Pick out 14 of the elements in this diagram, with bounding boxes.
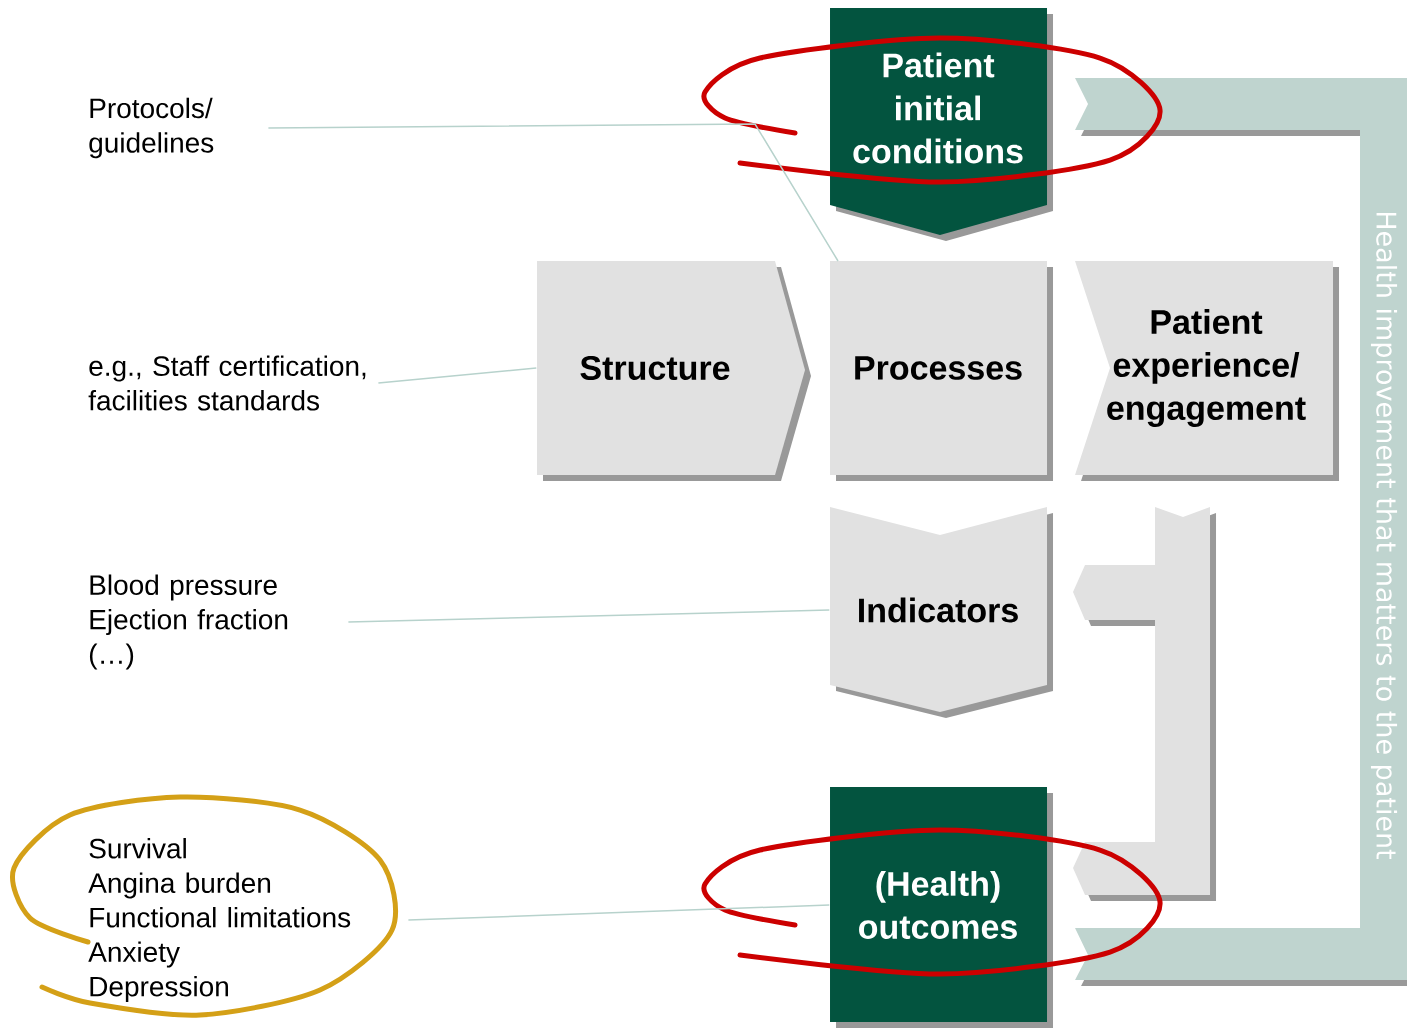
process-box: Processes bbox=[830, 261, 1053, 481]
outcome-box: (Health) outcomes bbox=[830, 787, 1053, 1028]
chevron-box: Indicators bbox=[830, 507, 1053, 718]
leader-line bbox=[407, 904, 831, 921]
chevron-box: Patient experience/ engagement bbox=[1075, 261, 1339, 481]
annotation-text: e.g., Staff certification, facilities standards bbox=[88, 355, 366, 411]
annotation-text: Survival Angina burden Functional limitations Anxiety Depression bbox=[88, 837, 351, 1003]
leader-line bbox=[267, 123, 839, 262]
leader-line bbox=[377, 367, 538, 384]
leader-line bbox=[347, 609, 831, 623]
annotation-text: Protocols/ guidelines bbox=[89, 97, 214, 159]
chevron-box: Structure bbox=[537, 261, 811, 481]
chevron-box: Patient initial conditions bbox=[830, 8, 1053, 241]
annotation-text: Blood pressure Ejection fraction (…) bbox=[89, 574, 288, 670]
